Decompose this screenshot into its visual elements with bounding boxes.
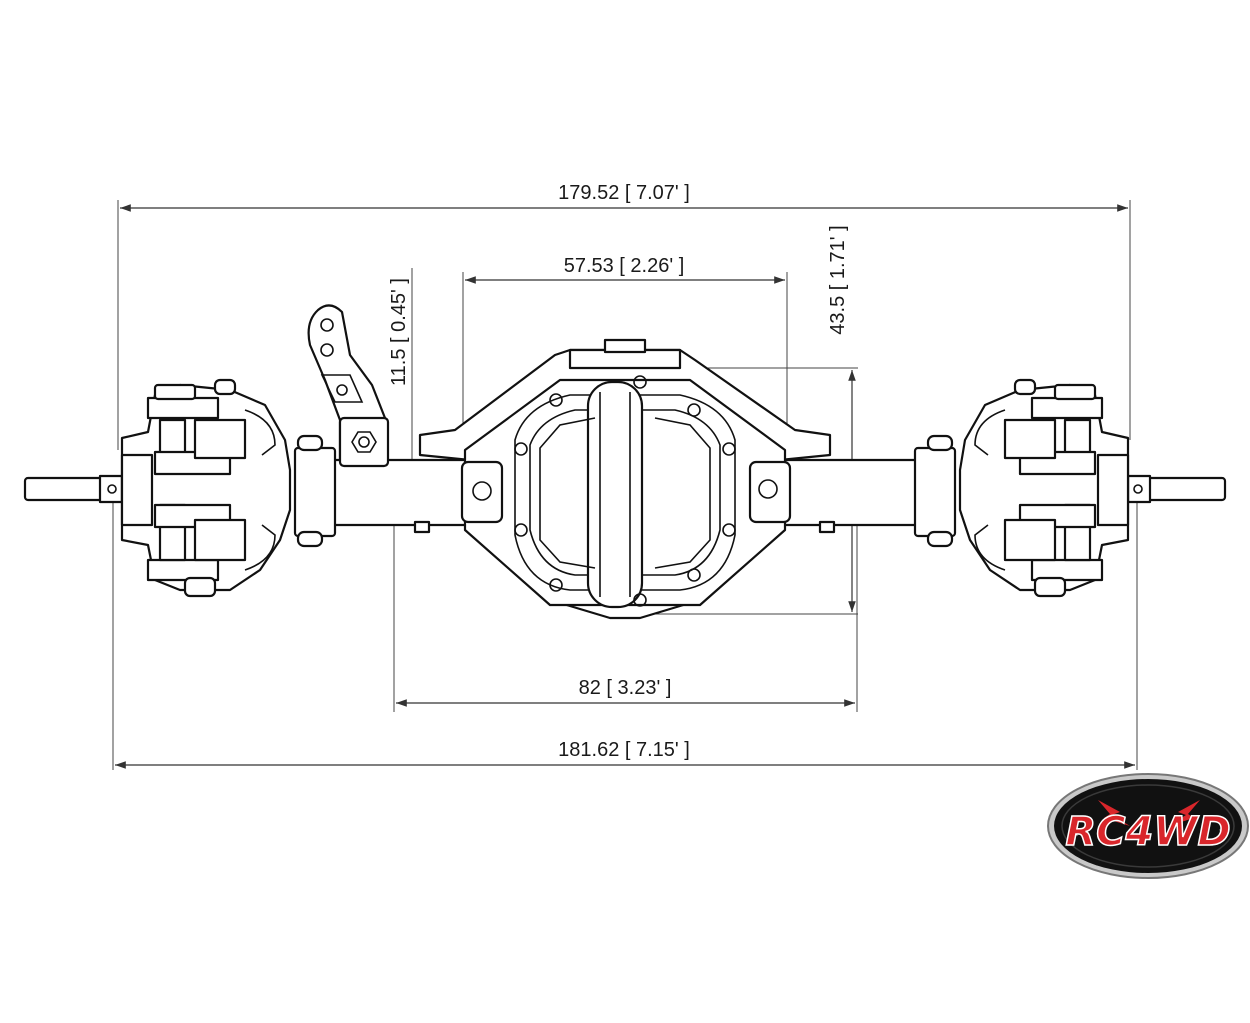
right-steering-knuckle [958,378,1130,598]
svg-text:★: ★ [1068,824,1081,840]
right-axle-tube [773,458,922,527]
dimension-overall-bottom: 181.62 [ 7.15' ] [112,500,1138,770]
dimension-overall-top: 179.52 [ 7.07' ] [117,182,1131,450]
rc4wd-logo: ★ ★ RC4WD [1047,773,1249,879]
dimension-lower-span: 82 [ 3.23' ] [393,525,858,712]
svg-text:★: ★ [1218,824,1231,840]
left-axle-tube [328,458,477,527]
dim-label-housing-width: 57.53 [ 2.26' ] [564,255,685,277]
differential-housing [418,338,832,620]
left-steering-knuckle [120,378,292,598]
logo-text: RC4WD [1065,809,1230,855]
dim-label-overall-top: 179.52 [ 7.07' ] [558,182,690,204]
dim-label-height: 43.5 [ 1.71' ] [827,225,849,334]
link-mount-bracket [307,304,390,468]
differential-cover-rib [586,380,644,609]
dimension-housing-width: 57.53 [ 2.26' ] [462,255,788,440]
dim-label-overall-bottom: 181.62 [ 7.15' ] [558,739,690,761]
dim-label-lower-span: 82 [ 3.23' ] [579,677,672,699]
dim-label-tube-offset: 11.5 [ 0.45' ] [388,278,410,386]
axle-assembly [23,304,1227,620]
cover-bolts [514,375,736,607]
